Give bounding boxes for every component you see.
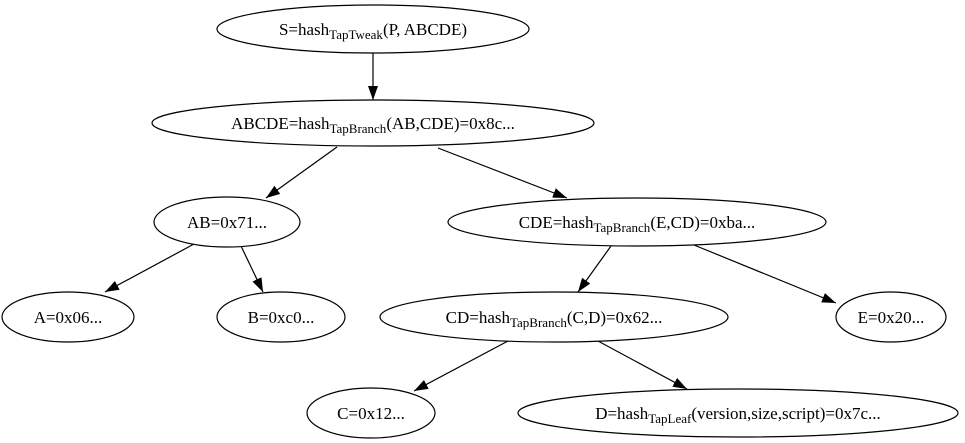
node-cd: CD=hashTapBranch(C,D)=0x62... xyxy=(379,291,729,343)
edge-abcde-ab xyxy=(265,146,338,199)
node-cd-label-sub: TapBranch xyxy=(510,315,567,330)
node-c-shape xyxy=(306,387,436,439)
edge-abcde-cde xyxy=(437,147,568,199)
edge-cde-e xyxy=(693,244,837,304)
node-abcde-shape xyxy=(151,99,595,147)
node-s-label: S=hashTapTweak(P, ABCDE) xyxy=(279,20,467,42)
node-cde-label-sub: TapBranch xyxy=(593,220,650,235)
node-b: B=0xc0... xyxy=(216,291,346,343)
node-ab: AB=0x71... xyxy=(153,196,301,248)
node-c: C=0x12... xyxy=(306,387,436,439)
node-ab-shape xyxy=(153,196,301,248)
node-d-label: D=hashTapLeaf(version,size,script)=0x7c.… xyxy=(595,404,881,426)
node-s-shape xyxy=(216,4,530,54)
node-cd-label-post: (C,D)=0x62... xyxy=(567,308,663,327)
edge-cde-cd xyxy=(577,245,612,293)
node-b-shape xyxy=(216,291,346,343)
node-s-label-post: (P, ABCDE) xyxy=(383,20,467,39)
node-a-shape xyxy=(1,291,135,343)
edge-cd-c xyxy=(413,340,509,392)
node-abcde-label-post: (AB,CDE)=0x8c... xyxy=(386,114,515,133)
edge-ab-b xyxy=(240,245,264,293)
node-abcde-label-sub: TapBranch xyxy=(329,121,386,136)
node-d-label-post: (version,size,script)=0x7c... xyxy=(691,404,880,423)
node-c-label: C=0x12... xyxy=(337,404,405,423)
edge-ab-a xyxy=(104,243,195,293)
node-d-shape xyxy=(517,388,959,438)
node-e-label: E=0x20... xyxy=(858,308,925,327)
node-d-label-pre: D=hash xyxy=(595,404,649,423)
node-cde-shape xyxy=(447,197,827,247)
node-s-label-sub: TapTweak xyxy=(329,27,383,42)
node-cd-shape xyxy=(379,291,729,343)
edge-cd-d xyxy=(597,340,688,390)
node-d-label-sub: TapLeaf xyxy=(648,411,692,426)
node-cde: CDE=hashTapBranch(E,CD)=0xba... xyxy=(447,197,827,247)
node-s: S=hashTapTweak(P, ABCDE) xyxy=(216,4,530,54)
node-s-label-pre: S=hash xyxy=(279,20,330,39)
node-b-label: B=0xc0... xyxy=(248,308,315,327)
node-cde-label: CDE=hashTapBranch(E,CD)=0xba... xyxy=(519,213,756,235)
node-abcde: ABCDE=hashTapBranch(AB,CDE)=0x8c... xyxy=(151,99,595,147)
node-abcde-label-pre: ABCDE=hash xyxy=(231,114,330,133)
node-cde-label-pre: CDE=hash xyxy=(519,213,594,232)
node-e: E=0x20... xyxy=(835,291,947,343)
node-ab-label: AB=0x71... xyxy=(187,213,267,232)
node-e-shape xyxy=(835,291,947,343)
node-cde-label-post: (E,CD)=0xba... xyxy=(650,213,755,232)
node-d: D=hashTapLeaf(version,size,script)=0x7c.… xyxy=(517,388,959,438)
node-a: A=0x06... xyxy=(1,291,135,343)
node-cd-label: CD=hashTapBranch(C,D)=0x62... xyxy=(446,308,663,330)
node-abcde-label: ABCDE=hashTapBranch(AB,CDE)=0x8c... xyxy=(231,114,515,136)
node-cd-label-pre: CD=hash xyxy=(446,308,511,327)
node-a-label: A=0x06... xyxy=(34,308,103,327)
